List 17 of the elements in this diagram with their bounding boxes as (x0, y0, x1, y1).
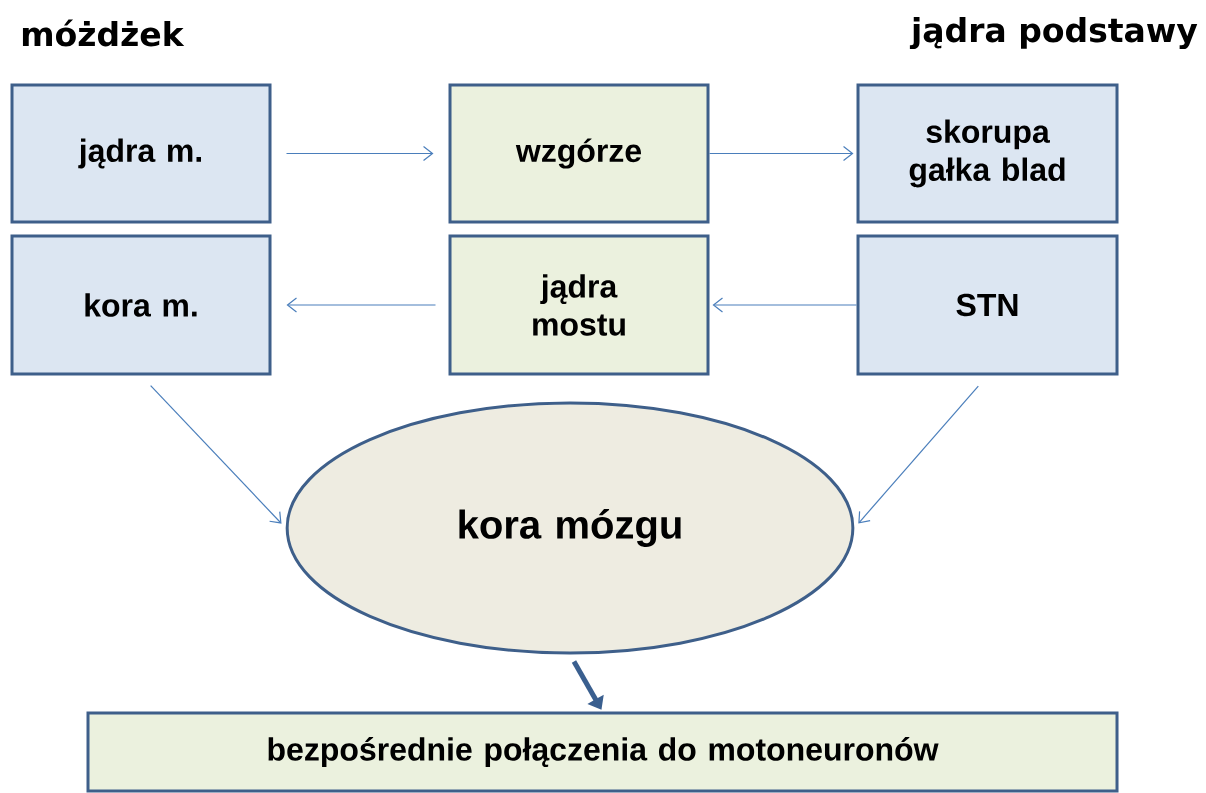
ellipse-node: kora mózgu (285, 401, 855, 655)
arrow (571, 660, 604, 710)
arrow (708, 145, 854, 162)
process-box: wzgórze (448, 83, 710, 224)
arrow (150, 385, 282, 524)
group-heading: jądra podstawy (909, 16, 1198, 50)
arrow (858, 385, 979, 524)
arrow (285, 145, 434, 162)
arrow (286, 297, 437, 313)
arrow (712, 297, 858, 313)
process-box: skorupa gałka blad (856, 83, 1119, 224)
process-box: jądra m. (10, 83, 272, 224)
process-box: jądra mostu (448, 234, 710, 376)
process-box: kora m. (10, 234, 272, 376)
process-box: bezpośrednie połączenia do motoneuronów (86, 711, 1119, 793)
process-box: STN (856, 234, 1119, 376)
group-heading: móżdżek (22, 19, 185, 47)
